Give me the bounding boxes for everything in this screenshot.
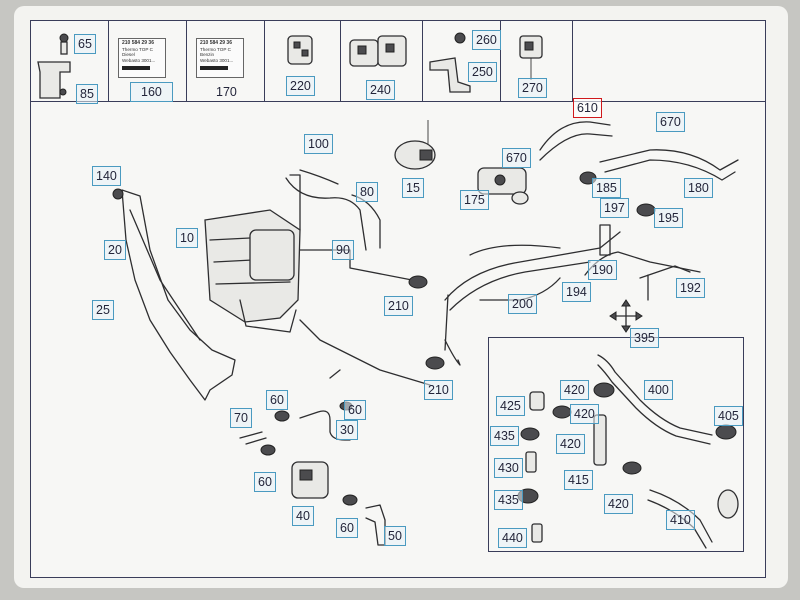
header-separator bbox=[264, 20, 265, 102]
part-callout[interactable]: 670 bbox=[502, 148, 531, 168]
part-callout[interactable]: 140 bbox=[92, 166, 121, 186]
tag-line: Diesel bbox=[122, 52, 135, 57]
part-callout[interactable]: 270 bbox=[518, 78, 547, 98]
part-callout[interactable]: 15 bbox=[402, 178, 424, 198]
valve-clip-icon bbox=[519, 35, 543, 80]
barcode bbox=[122, 66, 150, 70]
inset-parts bbox=[517, 354, 739, 549]
parts-label-tag-petrol: 210 584 29 36 Thermo TOP C Benzin Webast… bbox=[196, 38, 244, 78]
clip-pair-icon bbox=[349, 35, 407, 67]
header-separator bbox=[500, 20, 501, 102]
part-callout[interactable]: 185 bbox=[592, 178, 621, 198]
mount-bracket bbox=[112, 188, 236, 401]
parts-label-tag-diesel: 210 584 29 36 Thermo TOP C Diesel Webast… bbox=[118, 38, 166, 78]
part-callout[interactable]: 670 bbox=[656, 112, 685, 132]
heater-unit bbox=[204, 209, 301, 333]
header-separator bbox=[108, 20, 109, 102]
header-separator bbox=[422, 20, 423, 102]
tag-code: 210 584 29 36 bbox=[122, 40, 154, 46]
part-callout[interactable]: 170 bbox=[216, 85, 237, 99]
part-callout[interactable]: 405 bbox=[714, 406, 743, 426]
control-valve bbox=[477, 167, 529, 205]
header-separator bbox=[186, 20, 187, 102]
bracket-nut-icon bbox=[429, 32, 471, 93]
tag-code: 210 584 29 36 bbox=[200, 40, 232, 46]
part-callout[interactable]: 430 bbox=[494, 458, 523, 478]
part-callout[interactable]: 194 bbox=[562, 282, 591, 302]
tag-line: Webasto 3001... bbox=[122, 57, 156, 63]
part-callout[interactable]: 60 bbox=[344, 400, 366, 420]
part-callout[interactable]: 175 bbox=[460, 190, 489, 210]
part-callout[interactable]: 190 bbox=[588, 260, 617, 280]
part-callout[interactable]: 210 bbox=[424, 380, 453, 400]
part-callout-highlighted[interactable]: 610 bbox=[573, 98, 602, 118]
part-callout[interactable]: 80 bbox=[356, 182, 378, 202]
part-callout[interactable]: 180 bbox=[684, 178, 713, 198]
part-callout[interactable]: 85 bbox=[76, 84, 98, 104]
coolant-pump bbox=[394, 120, 436, 170]
part-callout[interactable]: 40 bbox=[292, 506, 314, 526]
part-callout[interactable]: 210 bbox=[384, 296, 413, 316]
bracket-icon bbox=[37, 33, 71, 99]
part-callout[interactable]: 440 bbox=[498, 528, 527, 548]
part-callout[interactable]: 192 bbox=[676, 278, 705, 298]
part-callout[interactable]: 420 bbox=[560, 380, 589, 400]
part-callout[interactable]: 10 bbox=[176, 228, 198, 248]
tag-line: Thermo TOP C bbox=[200, 46, 231, 52]
part-callout[interactable]: 90 bbox=[332, 240, 354, 260]
part-callout[interactable]: 65 bbox=[74, 34, 96, 54]
part-callout[interactable]: 160 bbox=[130, 82, 173, 102]
tag-line: Thermo TOP C bbox=[122, 46, 153, 52]
header-separator bbox=[340, 20, 341, 102]
part-callout[interactable]: 260 bbox=[472, 30, 501, 50]
part-callout[interactable]: 25 bbox=[92, 300, 114, 320]
part-callout[interactable]: 250 bbox=[468, 62, 497, 82]
barcode bbox=[200, 66, 228, 70]
part-callout[interactable]: 60 bbox=[336, 518, 358, 538]
part-callout[interactable]: 70 bbox=[230, 408, 252, 428]
part-callout[interactable]: 30 bbox=[336, 420, 358, 440]
coolant-pump-lower bbox=[291, 461, 329, 499]
part-callout[interactable]: 197 bbox=[600, 198, 629, 218]
part-callout[interactable]: 435 bbox=[490, 426, 519, 446]
part-callout[interactable]: 200 bbox=[508, 294, 537, 314]
tag-line: Benzin bbox=[200, 52, 215, 57]
part-callout[interactable]: 195 bbox=[654, 208, 683, 228]
part-callout[interactable]: 420 bbox=[570, 404, 599, 424]
direction-arrows-icon bbox=[609, 299, 643, 333]
header-separator bbox=[572, 20, 573, 102]
part-callout[interactable]: 50 bbox=[384, 526, 406, 546]
part-callout[interactable]: 420 bbox=[604, 494, 633, 514]
part-callout[interactable]: 20 bbox=[104, 240, 126, 260]
part-callout[interactable]: 415 bbox=[564, 470, 593, 490]
clip-icon bbox=[287, 35, 313, 65]
part-callout[interactable]: 60 bbox=[254, 472, 276, 492]
part-callout[interactable]: 400 bbox=[644, 380, 673, 400]
part-callout[interactable]: 420 bbox=[556, 434, 585, 454]
part-callout[interactable]: 435 bbox=[494, 490, 523, 510]
part-callout[interactable]: 395 bbox=[630, 328, 659, 348]
part-callout[interactable]: 100 bbox=[304, 134, 333, 154]
part-callout[interactable]: 60 bbox=[266, 390, 288, 410]
part-callout[interactable]: 240 bbox=[366, 80, 395, 100]
header-divider bbox=[30, 101, 766, 102]
tag-line: Webasto 3001... bbox=[200, 57, 234, 63]
part-callout[interactable]: 425 bbox=[496, 396, 525, 416]
part-callout[interactable]: 220 bbox=[286, 76, 315, 96]
inset-detail-frame bbox=[488, 337, 744, 552]
part-callout[interactable]: 410 bbox=[666, 510, 695, 530]
